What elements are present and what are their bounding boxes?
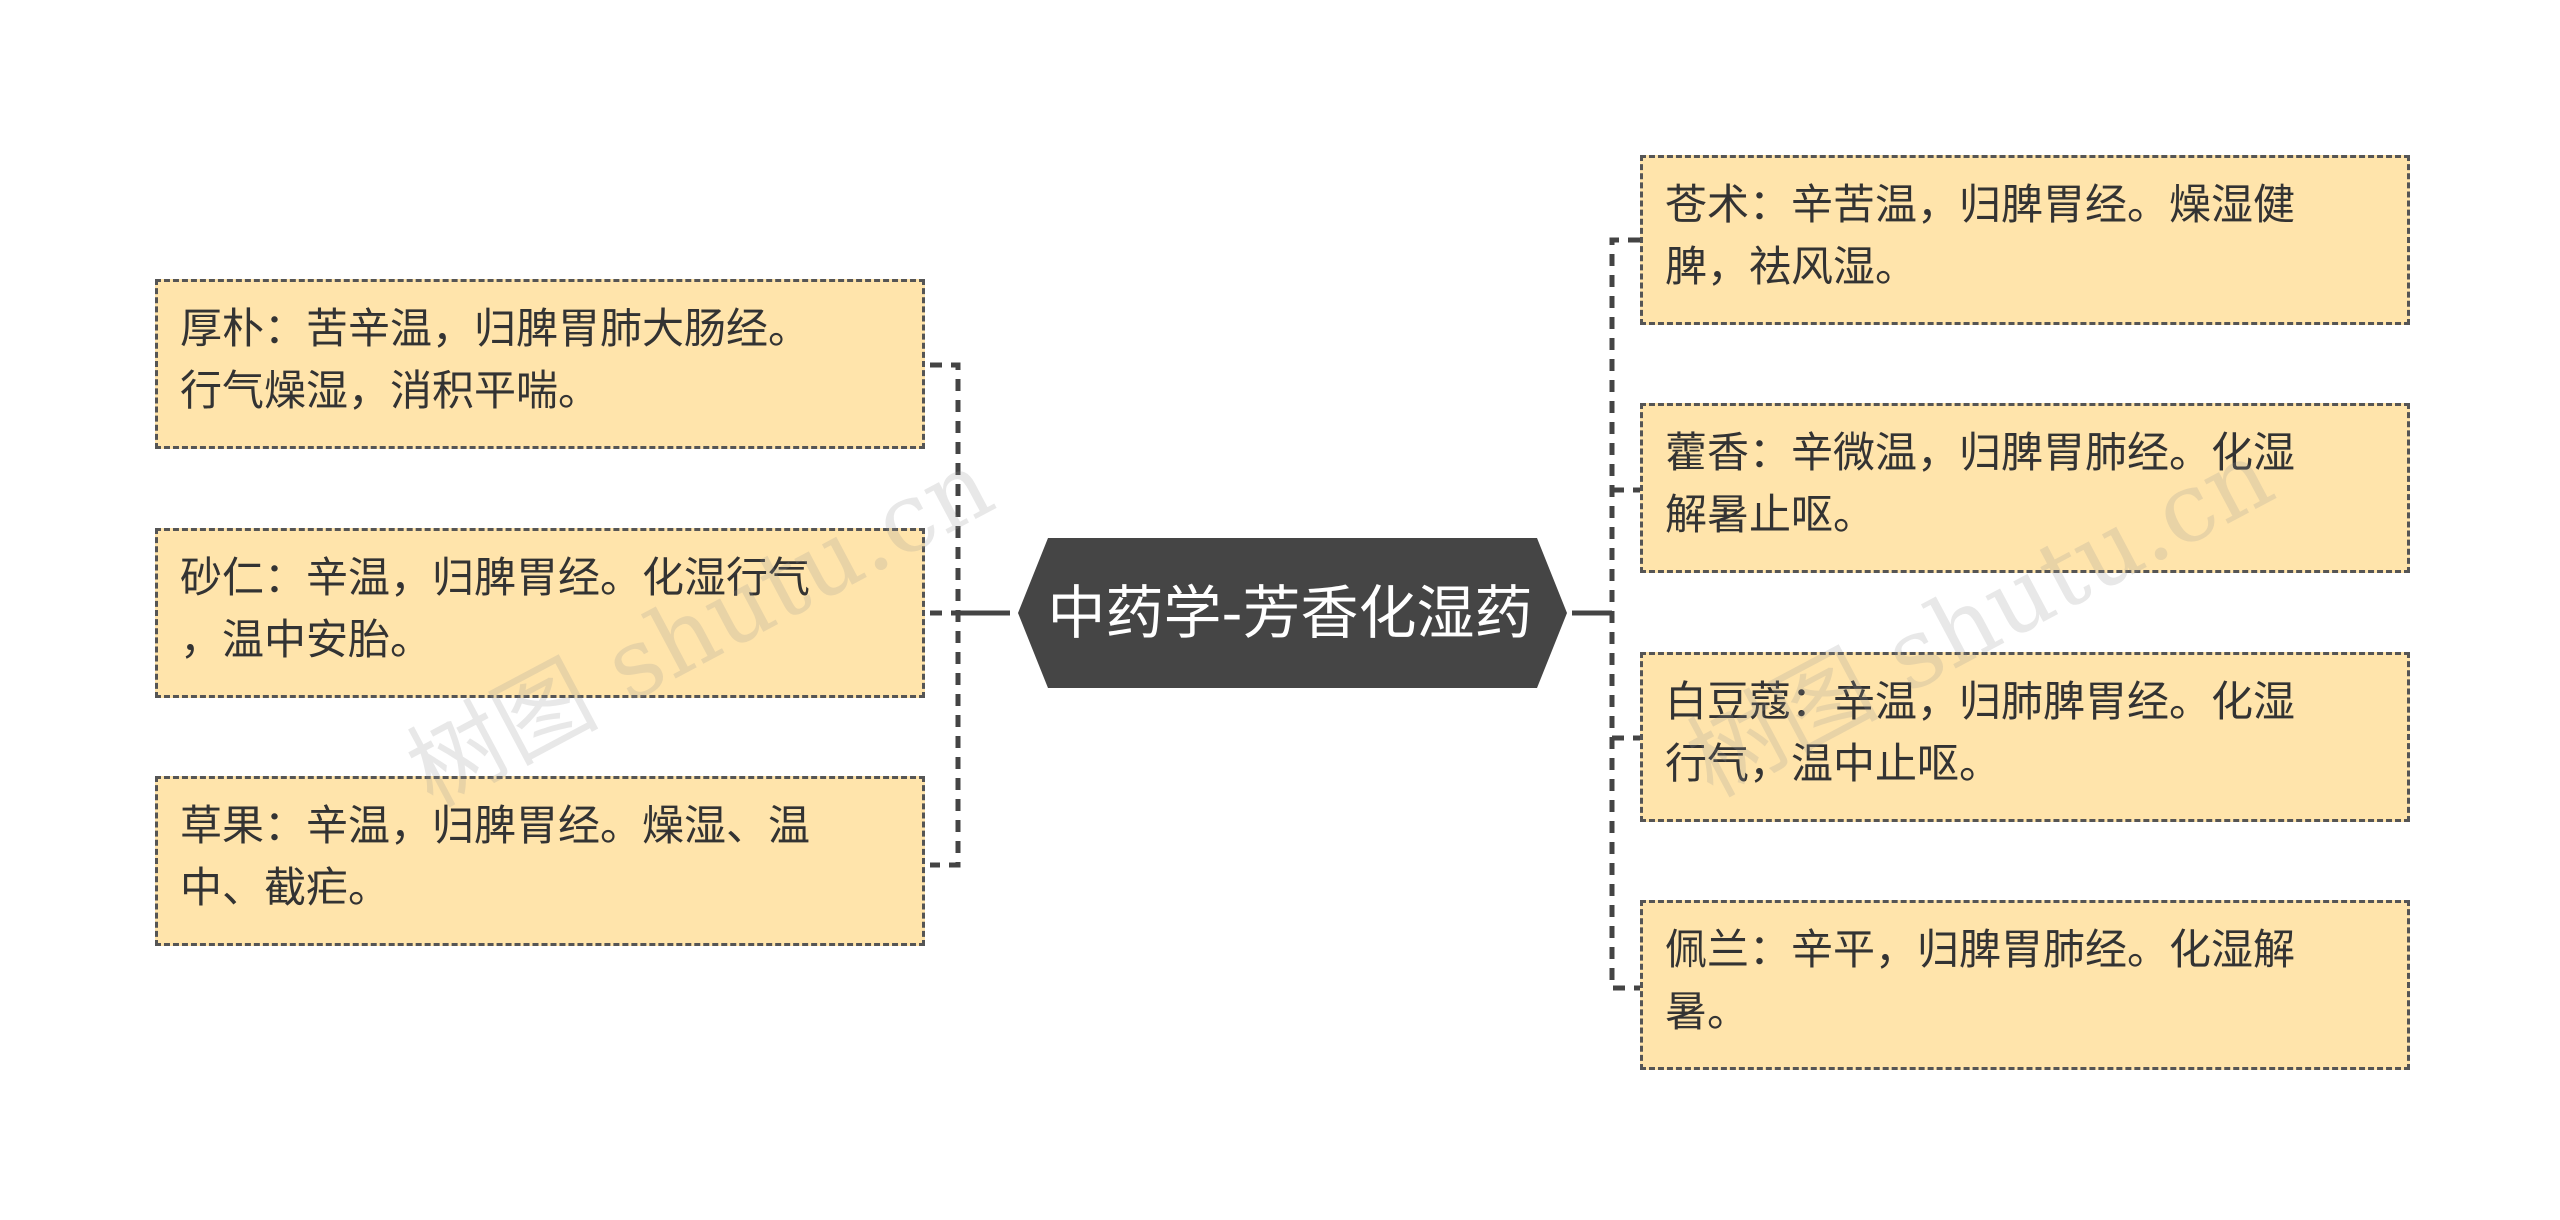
topic-line: 暑。 xyxy=(1665,987,1750,1036)
topic-cangzhu[interactable]: 苍术：辛苦温，归脾胃经。燥湿健 脾，祛风湿。 xyxy=(1640,155,2410,325)
topic-baidoukou[interactable]: 白豆蔻：辛温，归肺脾胃经。化湿 行气，温中止呕。 xyxy=(1640,652,2410,822)
topic-line: 行气燥湿，消积平喘。 xyxy=(180,366,601,415)
topic-line: 砂仁：辛温，归脾胃经。化湿行气 xyxy=(180,553,811,602)
topic-line: 脾，祛风湿。 xyxy=(1665,242,1918,291)
topic-peilan[interactable]: 佩兰：辛平，归脾胃肺经。化湿解 暑。 xyxy=(1640,900,2410,1070)
topic-line: 佩兰：辛平，归脾胃肺经。化湿解 xyxy=(1665,925,2296,974)
topic-houpo[interactable]: 厚朴：苦辛温，归脾胃肺大肠经。 行气燥湿，消积平喘。 xyxy=(155,279,925,449)
topic-line: 草果：辛温，归脾胃经。燥湿、温 xyxy=(180,801,811,850)
topic-line: 白豆蔻：辛温，归肺脾胃经。化湿 xyxy=(1665,677,2296,726)
topic-line: ，温中安胎。 xyxy=(180,615,433,664)
topic-line: 苍术：辛苦温，归脾胃经。燥湿健 xyxy=(1665,180,2296,229)
topic-line: 解暑止呕。 xyxy=(1665,490,1876,539)
topic-line: 行气，温中止呕。 xyxy=(1665,739,2002,788)
topic-caoguo[interactable]: 草果：辛温，归脾胃经。燥湿、温 中、截疟。 xyxy=(155,776,925,946)
topic-line: 中、截疟。 xyxy=(180,863,391,912)
topic-line: 藿香：辛微温，归脾胃肺经。化湿 xyxy=(1665,428,2296,477)
central-topic-title[interactable]: 中药学-芳香化湿药 xyxy=(1047,578,1533,647)
topic-huoxiang[interactable]: 藿香：辛微温，归脾胃肺经。化湿 解暑止呕。 xyxy=(1640,403,2410,573)
topic-line: 厚朴：苦辛温，归脾胃肺大肠经。 xyxy=(180,304,811,353)
right-connector-bracket xyxy=(1609,237,1640,991)
central-topic-shape xyxy=(1018,538,1567,688)
topic-sharen[interactable]: 砂仁：辛温，归脾胃经。化湿行气 ，温中安胎。 xyxy=(155,528,925,698)
